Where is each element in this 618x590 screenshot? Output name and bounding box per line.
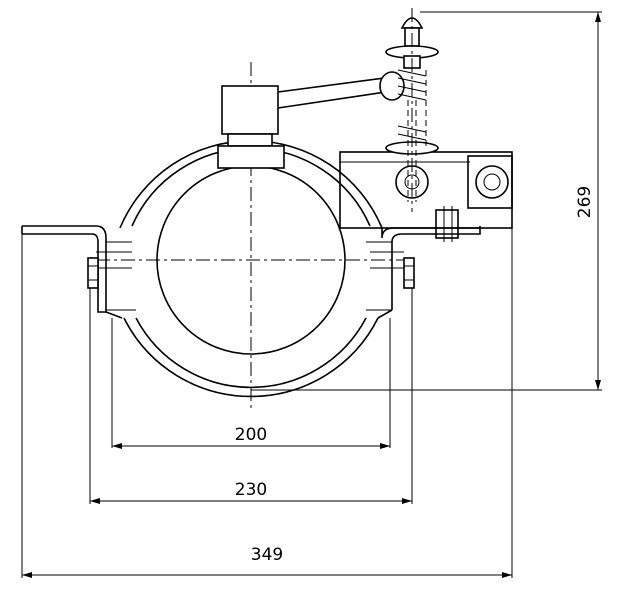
left-bolt-nut: [87, 257, 99, 289]
left-flange: [21, 225, 136, 319]
dimension-269: 269: [575, 12, 601, 390]
spring-valve: [385, 8, 439, 212]
dimension-269-label: 269: [575, 186, 595, 218]
dimension-230: 230: [90, 480, 412, 504]
extension-lines: [21, 11, 602, 578]
dimension-200: 200: [112, 425, 390, 449]
right-bolt-nut: [403, 257, 415, 289]
dimension-200-label: 200: [235, 425, 267, 445]
valve-bracket: [339, 151, 513, 242]
dimension-230-label: 230: [235, 480, 267, 500]
top-boss: [217, 85, 285, 169]
dimension-349-label: 349: [251, 545, 283, 565]
right-flange: [366, 226, 481, 319]
lever-arm: [277, 71, 405, 109]
dimension-349: 349: [22, 545, 512, 578]
